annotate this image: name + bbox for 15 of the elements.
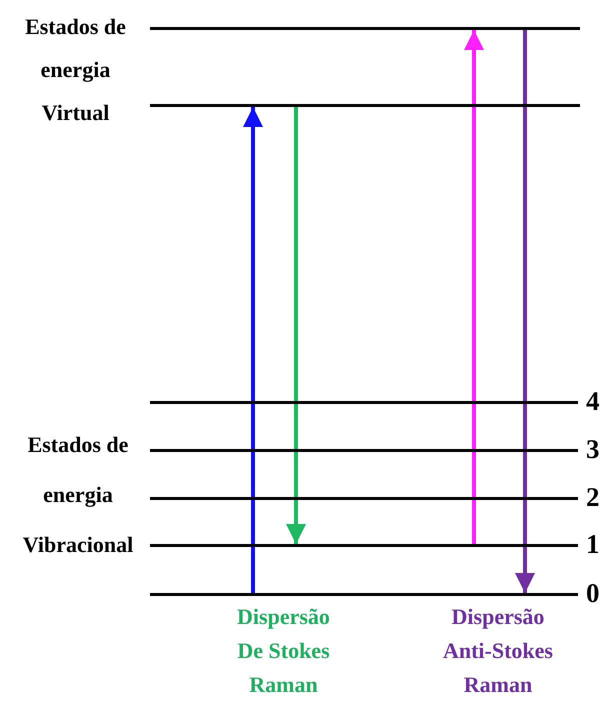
level-group-label: Estados de energia Vibracional xyxy=(22,431,134,559)
energy-level-line xyxy=(150,27,580,30)
level-group-label: Estados de energia Virtual xyxy=(24,13,127,127)
arrow xyxy=(515,30,535,593)
scattering-label: Dispersão Anti-Stokes Raman xyxy=(442,603,554,699)
arrow xyxy=(243,107,263,593)
energy-level-line xyxy=(150,104,580,107)
level-number: 1 xyxy=(586,528,600,560)
level-number: 0 xyxy=(586,577,600,609)
level-number: 3 xyxy=(586,433,600,465)
arrow xyxy=(286,107,306,544)
level-number: 4 xyxy=(586,385,600,417)
scattering-label: Dispersão De Stokes Raman xyxy=(236,603,331,699)
arrow xyxy=(464,30,484,544)
level-number: 2 xyxy=(586,481,600,513)
